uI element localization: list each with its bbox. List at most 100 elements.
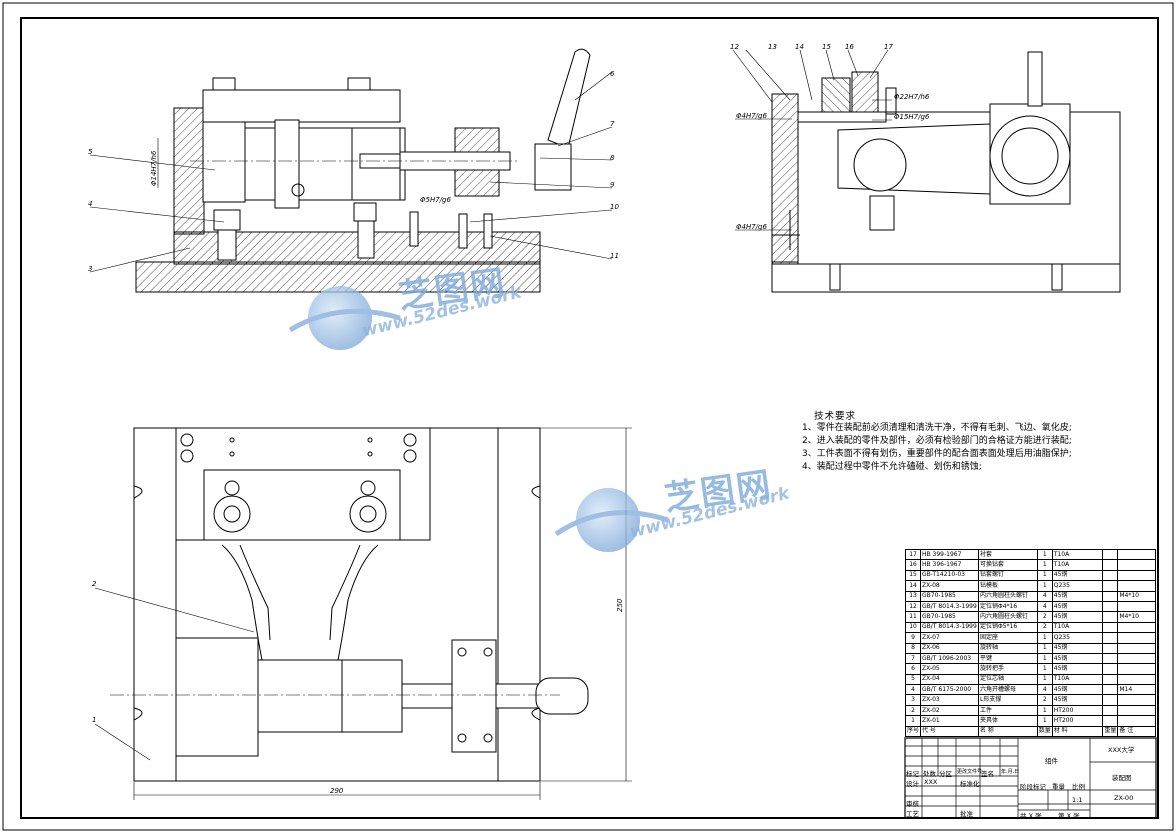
balloon-12: 12 (730, 43, 739, 51)
bom-cell: 固定座 (977, 632, 1038, 644)
bom-cell: 工件 (977, 704, 1038, 717)
tb-mark: 标记 (906, 770, 919, 778)
tb-designer-name: XXX (924, 778, 938, 786)
bom-cell: 旋转轴 (977, 642, 1038, 654)
bom-cell: M14 (1117, 684, 1156, 696)
bom-cell: 2 (904, 704, 922, 717)
bom-cell: 旋转把手 (977, 663, 1038, 675)
bom-cell (1102, 621, 1119, 634)
bom-cell: 平键 (977, 652, 1038, 665)
bom-cell: 1 (1036, 704, 1053, 717)
bom-cell (1102, 632, 1119, 644)
bom-cell: GB/T 8014.3-1999 (920, 621, 979, 634)
bom-cell: GB70-1985 (920, 611, 979, 623)
bom-cell: ZX-05 (920, 663, 979, 675)
tb-zone: 分区 (939, 770, 952, 778)
bom-cell (1102, 673, 1119, 686)
bom-cell (1102, 580, 1119, 592)
bom-cell (1102, 642, 1119, 654)
bom-cell: 16 (904, 559, 922, 571)
bom-cell: GB-T14210-03 (920, 569, 979, 582)
bom-cell: 45钢 (1051, 652, 1104, 665)
bom-cell: 2 (1036, 611, 1053, 623)
bom-cell (1117, 673, 1156, 686)
bom-cell (1102, 684, 1119, 696)
tech-req-title: 技术要求 (814, 411, 857, 422)
top-labels: 290 250 2 1 (92, 580, 624, 795)
bom-cell: 1 (1036, 663, 1053, 675)
balloon-14: 14 (795, 43, 804, 51)
bom-cell: 内六角圆柱头螺钉 (977, 611, 1038, 623)
tech-req-4: 4、装配过程中零件不允许磕碰、划伤和锈蚀; (802, 462, 982, 472)
bom-cell (1117, 569, 1156, 582)
bom-cell (1117, 663, 1156, 675)
bom-cell (1102, 663, 1119, 675)
bom-header-row: 序号 代 号 名 称 数量 材 料 重量 备 注 (904, 725, 1156, 738)
bom-cell: 定位芯轴 (977, 673, 1038, 686)
bom-cell: GB/T 6175-2000 (920, 684, 979, 696)
bom-cell: 钻套螺钉 (977, 569, 1038, 582)
bom-cell: HT200 (1051, 704, 1104, 717)
bom-cell: 45钢 (1051, 694, 1104, 706)
bom-cell: 14 (904, 580, 922, 592)
side-balloon-labels: 12 13 14 15 16 17 Φ22H7/h6 Φ15H7/g6 Φ4H7… (730, 43, 930, 231)
bom-cell: 45钢 (1051, 642, 1104, 654)
tb-count: 处数 (923, 770, 936, 778)
fit-side-4b: Φ4H7/g6 (736, 223, 767, 231)
balloon-8: 8 (610, 154, 615, 162)
bom-cell (1117, 580, 1156, 592)
bom-cell: 45钢 (1051, 611, 1104, 623)
top-dims (94, 427, 632, 800)
bom-cell (1102, 559, 1119, 571)
bom-cell: 45钢 (1051, 663, 1104, 675)
bom-cell: L形支撑 (977, 694, 1038, 706)
bom-cell: T10A (1051, 559, 1104, 571)
bom-h-note: 备 注 (1117, 725, 1156, 738)
bom-cell: 1 (1036, 559, 1053, 571)
tech-req-1: 1、零件在装配前必须清理和清洗干净，不得有毛刺、飞边、氧化皮; (802, 423, 1072, 433)
bom-cell: HB 396-1967 (920, 559, 979, 571)
dim-height: 250 (616, 598, 624, 612)
bom-cell: 1 (1036, 642, 1053, 654)
tb-university: XXX大学 (1108, 746, 1135, 754)
bom-cell: T10A (1051, 621, 1104, 634)
bom-cell: 12 (904, 600, 922, 613)
bom-cell: 45钢 (1051, 684, 1104, 696)
bom-h-seq: 序号 (904, 725, 922, 738)
bom-cell: ZX-07 (920, 632, 979, 644)
tb-drawing-name: 装配图 (1112, 774, 1132, 782)
bom-cell: 9 (904, 632, 922, 644)
bom-cell: 六角开槽螺母 (977, 684, 1038, 696)
side-leaders (732, 49, 892, 231)
bom-cell: 1 (1036, 715, 1053, 727)
bom-cell: Q235 (1051, 632, 1104, 644)
bom-h-code: 代 号 (920, 725, 979, 738)
bom-cell: 15 (904, 569, 922, 582)
bom-h-qty: 数量 (1036, 725, 1053, 738)
balloon-9: 9 (610, 181, 615, 189)
balloon-11: 11 (610, 252, 619, 260)
bom-cell: ZX-06 (920, 642, 979, 654)
tb-sheets-total: 共 X 张 (1020, 812, 1042, 820)
tb-standard: 标准化 (960, 780, 980, 788)
balloon-4: 4 (88, 200, 92, 208)
balloon-7: 7 (610, 120, 615, 128)
bom-cell: 7 (904, 652, 922, 665)
bom-cell: 1 (1036, 548, 1053, 561)
bom-cell: 4 (904, 684, 922, 696)
tech-req-2: 2、进入装配的零件及部件，必须有检验部门的合格证方能进行装配; (802, 436, 1072, 446)
bom-cell: 5 (904, 673, 922, 686)
bom-cell (1102, 590, 1119, 602)
bom-cell: 可换钻套 (977, 559, 1038, 571)
bom-cell (1117, 694, 1156, 706)
tb-stage-mark: 阶段标记 (1020, 783, 1046, 791)
